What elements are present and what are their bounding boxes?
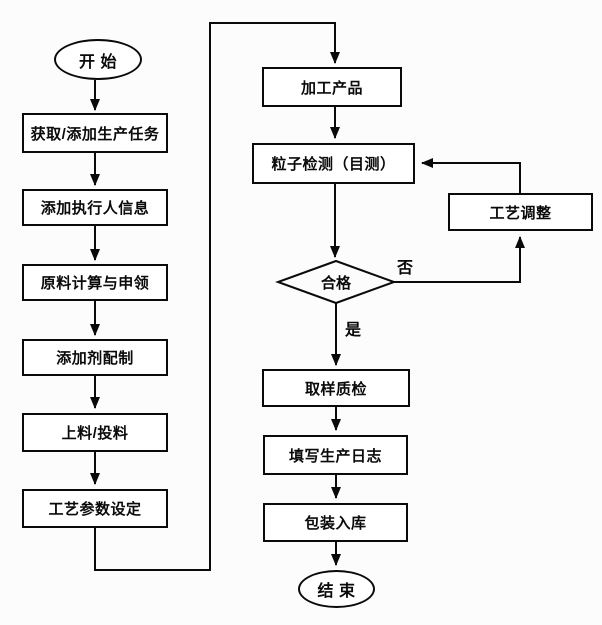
edge-label-yes: 是 — [345, 322, 362, 339]
flow-box-process-product: 加工产品 — [262, 67, 402, 107]
flow-box-add-executor: 添加执行人信息 — [22, 189, 168, 226]
decision-qualified-label: 合格 — [320, 274, 351, 292]
edge-decision-no-to-adjust — [394, 236, 525, 283]
flow-box-process-params: 工艺参数设定 — [22, 489, 168, 528]
edge-params-loop-to-process — [94, 22, 340, 571]
flow-box-process-adjust: 工艺调整 — [448, 193, 593, 231]
flow-box-packaging: 包装入库 — [263, 503, 408, 542]
flow-box-fill-log: 填写生产日志 — [263, 435, 408, 475]
edge-label-no: 否 — [397, 260, 414, 277]
flow-box-feeding: 上料/投料 — [22, 413, 168, 452]
flow-box-material-calc: 原料计算与申领 — [22, 264, 168, 301]
flow-box-additive-prep: 添加剂配制 — [22, 339, 168, 376]
decision-qualified-shape — [275, 259, 397, 305]
flow-box-get-task: 获取/添加生产任务 — [22, 113, 168, 153]
flow-box-sampling-qc: 取样质检 — [262, 369, 410, 407]
edge-adjust-to-inspect — [421, 158, 521, 194]
flow-box-particle-inspect: 粒子检测（目测） — [252, 143, 415, 184]
start-node: 开 始 — [54, 39, 142, 80]
end-node: 结 束 — [298, 570, 375, 608]
